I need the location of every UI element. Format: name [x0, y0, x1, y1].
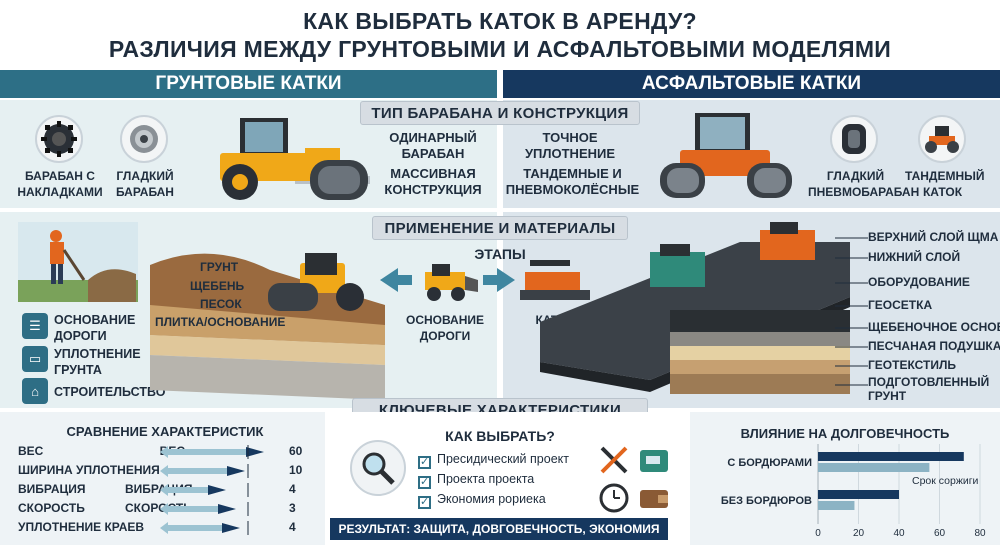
clock-icon [599, 483, 629, 513]
app-banner: ПРИМЕНЕНИЕ И МАТЕРИАЛЫ [372, 216, 628, 240]
worker-illustration [18, 222, 138, 302]
compare-row-value: 10 [289, 463, 303, 477]
choose-item-2-text: Проекта проекта [437, 472, 535, 486]
asphalt-layer-gravel-base: ЩЕБЕНОЧНОЕ ОСНОВАНИЕ [868, 320, 1000, 334]
type-banner: ТИП БАРАБАНА И КОНСТРУКЦИЯ [360, 101, 640, 125]
durability-tick-label: 20 [853, 528, 865, 539]
asphalt-road-illustration [540, 222, 850, 394]
compare-row-label: ВИБРАЦИЯ [18, 482, 86, 496]
pneumatic-tire-icon [830, 115, 878, 163]
durability-bar [818, 452, 964, 461]
massive-construction-text: МАССИВНАЯ КОНСТРУКЦИЯ [384, 166, 482, 197]
compare-row-value: 4 [289, 520, 296, 534]
soil-cross-section [150, 253, 385, 400]
soil-rollers-header: ГРУНТОВЫЕ КАТКИ [0, 70, 497, 98]
base-layer-label: ПЛИТКА/ОСНОВАНИЕ [155, 315, 286, 329]
checkbox-icon: ✓ [418, 496, 431, 509]
asphalt-layer-top: ВЕРХНИЙ СЛОЙ ЩМА [868, 230, 999, 244]
compare-row-arrow-bar [160, 464, 249, 478]
durability-title: ВЛИЯНИЕ НА ДОЛГОВЕЧНОСТЬ [740, 426, 950, 441]
compare-row-label: ШИРИНА УПЛОТНЕНИЯ [18, 463, 160, 477]
compare-row-arrow-bar [160, 445, 264, 459]
tandem-roller-icon [918, 115, 966, 163]
soil-compaction-label: УПЛОТНЕНИЕ ГРУНТА [54, 347, 141, 377]
durability-bar [818, 463, 930, 472]
tandem-roller-label: ТАНДЕМНЫЙ КАТОК [905, 169, 985, 199]
durability-tick-label: 0 [815, 528, 821, 539]
main-title-line2: РАЗЛИЧИЯ МЕЖДУ ГРУНТОВЫМИ И АСФАЛЬТОВЫМИ… [108, 36, 892, 62]
asphalt-layer-equipment: ОБОРУДОВАНИЕ [868, 275, 970, 289]
result-bar: РЕЗУЛЬТАТ: ЗАЩИТА, ДОВГОВЕЧНОСТЬ, ЭКОНОМ… [330, 518, 668, 540]
durability-panel [690, 412, 1000, 545]
compaction-icon: ▭ [22, 346, 48, 372]
excavator-icon [640, 450, 668, 472]
durability-category-label: С БОРДЮРАМИ [727, 457, 812, 469]
sand-layer-label: ПЕСОК [200, 297, 242, 311]
asphalt-layer-prepared-soil: ПОДГОТОВЛЕННЫЙ ГРУНТ [868, 375, 990, 403]
single-drum-text: ОДИНАРНЫЙ БАРАБАН [389, 130, 477, 161]
durability-tick-label: 80 [974, 528, 986, 539]
paver-illustration [520, 260, 590, 300]
wallet-icon [640, 490, 668, 508]
tandem-pneumatic-text: ТАНДЕМНЫЕ И ПНЕВМОКОЛЁСНЫЕ [505, 166, 640, 197]
soil-roller-illustration [220, 118, 370, 200]
padfoot-drum-label: БАРАБАН С НАКЛАДКАМИ [17, 169, 103, 199]
precise-compaction-text: ТОЧНОЕ УПЛОТНЕНИЕ [524, 130, 616, 161]
durability-tick-label: 60 [934, 528, 946, 539]
padfoot-drum-icon [35, 115, 83, 163]
checkbox-icon: ✓ [418, 476, 431, 489]
road-base-label: ОСНОВАНИЕ ДОРОГИ [54, 313, 136, 343]
asphalt-layer-sand: ПЕСЧАНАЯ ПОДУШКА [868, 339, 1000, 353]
compare-row-arrow-bar [160, 521, 249, 535]
asphalt-rollers-header: АСФАЛЬТОВЫЕ КАТКИ [503, 70, 1000, 98]
smooth-drum-label: ГЛАДКИЙ БАРАБАН [116, 169, 174, 199]
checkbox-icon: ✓ [418, 456, 431, 469]
stage-arrows [380, 264, 515, 301]
compare-row-label: СКОРОСТЬ [18, 501, 85, 515]
layer-leader-lines [835, 237, 868, 386]
compare-panel [0, 412, 325, 545]
compare-row-arrow-bar [160, 502, 249, 516]
asphalt-layer-bottom: НИЖНИЙ СЛОЙ [868, 250, 961, 264]
asphalt-layer-geotextile: ГЕОТЕКСТИЛЬ [868, 358, 957, 372]
construction-icon: ⌂ [22, 378, 48, 404]
gravel-layer-label: ЩЕБЕНЬ [190, 279, 245, 293]
compare-row-value: 3 [289, 501, 296, 515]
durability-category-label: БЕЗ БОРДЮРОВ [721, 495, 812, 507]
compare-title: СРАВНЕНИЕ ХАРАКТЕРИСТИК [66, 424, 264, 439]
compare-row-value: 60 [289, 444, 303, 458]
asphalt-layer-geogrid: ГЕОСЕТКА [868, 298, 933, 312]
compare-row-label: ВЕС [18, 444, 44, 458]
compare-row-value: 4 [289, 482, 296, 496]
stages-label: ЭТАПЫ [474, 246, 526, 262]
construction-label: СТРОИТЕЛЬСТВО [54, 385, 166, 399]
smooth-drum-icon [120, 115, 168, 163]
choose-title: КАК ВЫБРАТЬ? [445, 428, 555, 444]
soil-layer-label: ГРУНТ [200, 260, 239, 274]
asphalt-roller-illustration [660, 113, 792, 198]
durability-bar [818, 501, 855, 510]
choose-item-1-text: Пресидический проект [437, 452, 569, 466]
choose-item-2: ✓ Проекта проекта [418, 472, 534, 489]
road-base-center-label: ОСНОВАНИЕ ДОРОГИ [405, 313, 485, 343]
tools-icon [600, 446, 628, 474]
choose-item-3: ✓ Экономия рориека [418, 492, 546, 509]
choose-item-3-text: Экономия рориека [437, 492, 546, 506]
compare-row-label: УПЛОТНЕНИЕ КРАЕВ [18, 520, 145, 534]
durability-chart: 0 20 40 60 80 С БОРДЮРАМИ БЕЗ БОРДЮРОВ Срок сор… [721, 444, 986, 539]
main-title-line1: КАК ВЫБРАТЬ КАТОК В АРЕНДУ? [303, 8, 697, 34]
compare-row-arrow-bar [160, 483, 249, 497]
durability-bar [818, 490, 899, 499]
choose-item-1: ✓ Пресидический проект [418, 452, 569, 469]
durability-tick-label: 40 [893, 528, 905, 539]
road-base-icon: ☰ [22, 313, 48, 339]
magnifier-icon [350, 440, 406, 496]
durability-annotation: Срок соржиги [912, 475, 979, 487]
pneumatic-drum-label: ГЛАДКИЙ ПНЕВМОБАРАБАН [808, 169, 920, 199]
